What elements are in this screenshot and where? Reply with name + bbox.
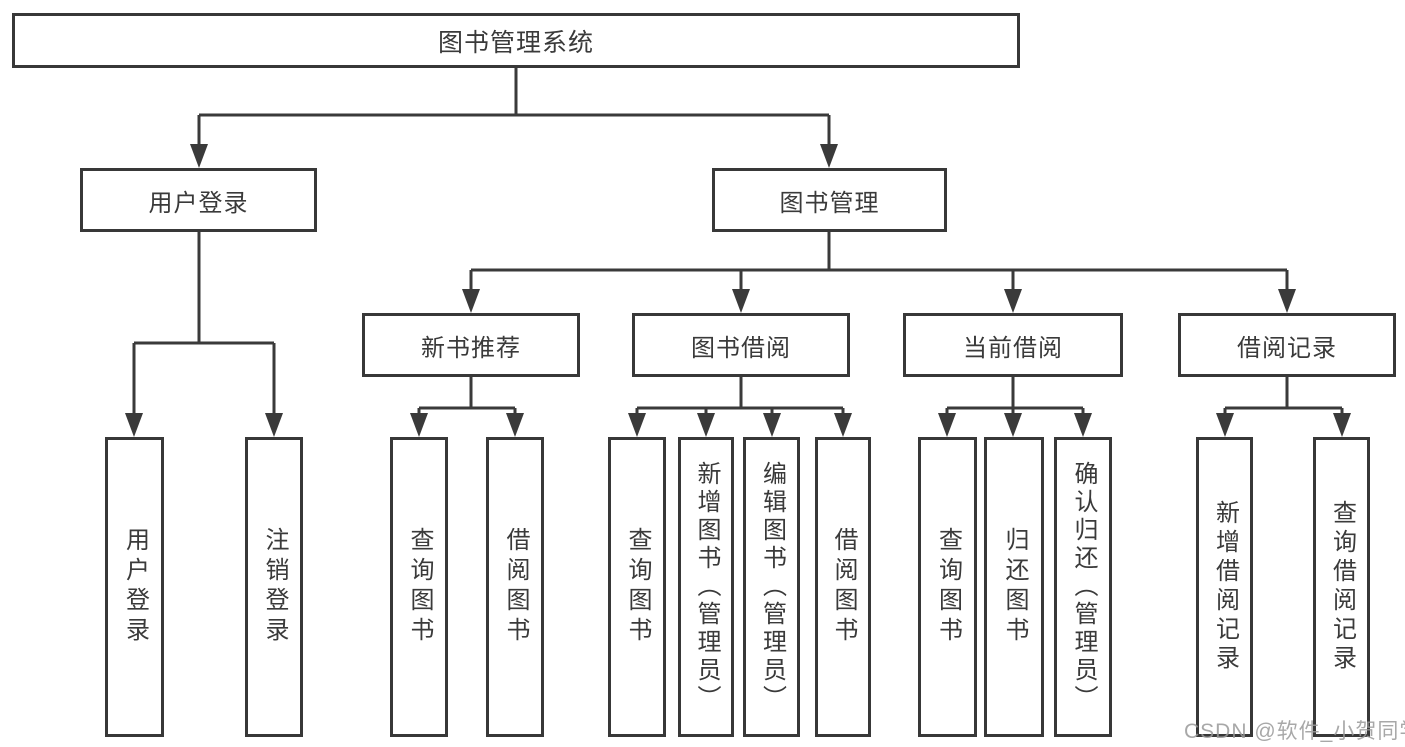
leaf-recommend-query-books-label: 查询图书 bbox=[406, 527, 433, 647]
node-borrow-records: 借阅记录 bbox=[1178, 313, 1396, 377]
node-book-borrow-label: 图书借阅 bbox=[691, 334, 791, 362]
arrowhead-down-icon bbox=[1216, 413, 1234, 437]
arrowhead-down-icon bbox=[1333, 413, 1351, 437]
leaf-user-login: 用户登录 bbox=[105, 437, 164, 737]
node-book-borrow: 图书借阅 bbox=[632, 313, 850, 377]
node-user-login: 用户登录 bbox=[80, 168, 317, 232]
leaf-borrow-query-books: 查询图书 bbox=[608, 437, 666, 737]
leaf-user-login-label: 用户登录 bbox=[121, 527, 149, 647]
node-new-book-recommend: 新书推荐 bbox=[362, 313, 580, 377]
arrowhead-down-icon bbox=[732, 289, 750, 313]
arrowhead-down-icon bbox=[462, 289, 480, 313]
connector-bookmgmt-to-level3 bbox=[462, 232, 1296, 313]
leaf-current-query-books: 查询图书 bbox=[918, 437, 977, 737]
leaf-add-borrow-record-label: 新增借阅记录 bbox=[1211, 500, 1239, 674]
leaf-recommend-borrow-books-label: 借阅图书 bbox=[502, 527, 529, 647]
leaf-query-borrow-record-label: 查询借阅记录 bbox=[1328, 500, 1356, 674]
leaf-query-borrow-record: 查询借阅记录 bbox=[1313, 437, 1370, 737]
arrowhead-down-icon bbox=[125, 413, 143, 437]
leaf-current-query-books-label: 查询图书 bbox=[934, 527, 962, 647]
leaf-borrow-books: 借阅图书 bbox=[815, 437, 871, 737]
node-current-borrow: 当前借阅 bbox=[903, 313, 1123, 377]
arrowhead-down-icon bbox=[697, 413, 715, 437]
arrowhead-down-icon bbox=[628, 413, 646, 437]
arrowhead-down-icon bbox=[1074, 413, 1092, 437]
leaf-confirm-return-admin: 确认归还（管理员） bbox=[1054, 437, 1112, 737]
arrowhead-down-icon bbox=[763, 413, 781, 437]
leaf-recommend-borrow-books: 借阅图书 bbox=[486, 437, 544, 737]
leaf-recommend-query-books: 查询图书 bbox=[390, 437, 448, 737]
node-borrow-records-label: 借阅记录 bbox=[1237, 334, 1337, 362]
node-new-book-recommend-label: 新书推荐 bbox=[421, 334, 521, 362]
connector-login-to-children bbox=[125, 232, 283, 437]
leaf-add-books-admin-label: 新增图书（管理员） bbox=[693, 461, 720, 713]
node-current-borrow-label: 当前借阅 bbox=[963, 334, 1063, 362]
node-root: 图书管理系统 bbox=[12, 13, 1020, 68]
arrowhead-down-icon bbox=[1004, 289, 1022, 313]
connector-current-to-children bbox=[938, 377, 1092, 437]
leaf-edit-books-admin-label: 编辑图书（管理员） bbox=[758, 461, 786, 713]
connector-line bbox=[471, 232, 1287, 272]
leaf-logout-label: 注销登录 bbox=[261, 527, 288, 647]
arrowhead-down-icon bbox=[265, 413, 283, 437]
leaf-borrow-books-label: 借阅图书 bbox=[830, 527, 857, 647]
arrowhead-down-icon bbox=[834, 413, 852, 437]
connector-line bbox=[199, 68, 829, 117]
connector-line bbox=[947, 377, 1083, 410]
leaf-edit-books-admin: 编辑图书（管理员） bbox=[743, 437, 800, 737]
connector-recommend-to-children bbox=[410, 377, 524, 437]
connector-records-to-children bbox=[1216, 377, 1351, 437]
arrowhead-down-icon bbox=[938, 413, 956, 437]
connector-line bbox=[134, 232, 274, 345]
connector-root-to-level2 bbox=[190, 68, 838, 168]
leaf-add-books-admin: 新增图书（管理员） bbox=[678, 437, 734, 737]
node-user-login-label: 用户登录 bbox=[148, 189, 249, 217]
connector-line bbox=[1225, 377, 1342, 410]
node-book-management-label: 图书管理 bbox=[779, 189, 880, 217]
arrowhead-down-icon bbox=[1004, 413, 1022, 437]
leaf-return-books: 归还图书 bbox=[984, 437, 1044, 737]
arrowhead-down-icon bbox=[820, 144, 838, 168]
arrowhead-down-icon bbox=[506, 413, 524, 437]
node-root-label: 图书管理系统 bbox=[437, 28, 594, 57]
connector-line bbox=[637, 377, 843, 410]
leaf-return-books-label: 归还图书 bbox=[1001, 527, 1028, 647]
leaf-logout: 注销登录 bbox=[245, 437, 303, 737]
connector-borrow-to-children bbox=[628, 377, 852, 437]
leaf-borrow-query-books-label: 查询图书 bbox=[624, 527, 651, 647]
arrowhead-down-icon bbox=[1278, 289, 1296, 313]
arrowhead-down-icon bbox=[190, 144, 208, 168]
leaf-confirm-return-admin-label: 确认归还（管理员） bbox=[1070, 461, 1097, 713]
watermark-text: CSDN @软件_小贺同学 bbox=[1184, 720, 1405, 743]
leaf-add-borrow-record: 新增借阅记录 bbox=[1196, 437, 1253, 737]
connector-line bbox=[419, 377, 515, 410]
arrowhead-down-icon bbox=[410, 413, 428, 437]
node-book-management: 图书管理 bbox=[712, 168, 947, 232]
